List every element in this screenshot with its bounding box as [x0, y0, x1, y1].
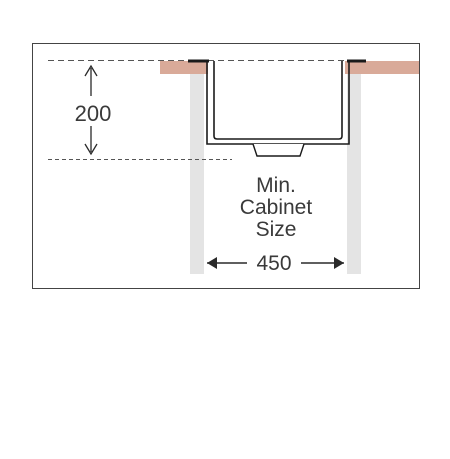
drain-fitting-icon	[252, 143, 305, 157]
depth-dimension-arrow	[84, 64, 98, 156]
width-value-label: 450	[256, 252, 291, 275]
countertop-right	[345, 61, 419, 74]
sink-bowl-inner	[213, 61, 343, 140]
cabinet-panel-left	[190, 74, 204, 274]
countertop-left	[160, 61, 208, 74]
depth-value-label: 200	[75, 101, 112, 126]
caption-line-2: Cabinet	[240, 196, 313, 219]
width-dimension-arrow	[207, 257, 344, 269]
caption-line-1: Min.	[256, 174, 296, 197]
caption-line-3: Size	[256, 218, 297, 241]
cabinet-panel-right	[347, 74, 361, 274]
